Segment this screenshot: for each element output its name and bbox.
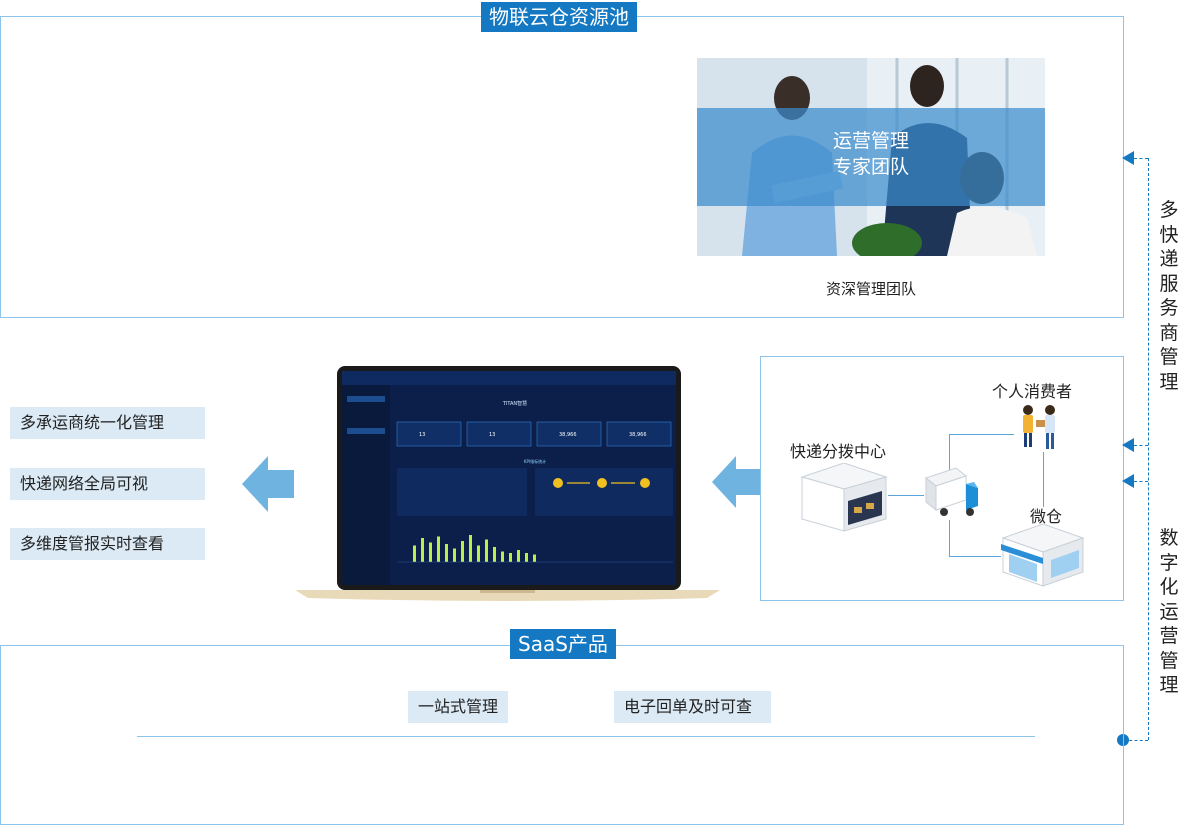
multi-courier-label: 多快递服务商管理	[1159, 199, 1179, 393]
feature-tag-2: 快递网络全局可视	[10, 468, 205, 500]
kpi-card	[536, 421, 602, 447]
hub-truck-line	[888, 495, 924, 496]
dashboard-bar	[469, 535, 472, 562]
dashboard-bar	[429, 542, 432, 562]
truck-icon	[924, 467, 978, 516]
dashboard-bar	[509, 553, 512, 562]
feature-tag-1: 多承运商统一化管理	[10, 407, 205, 439]
pointer-mid2-icon	[1122, 474, 1134, 488]
truck-warehouse-hline	[949, 556, 1001, 557]
photo-caption-line2: 专家团队	[832, 156, 909, 178]
truck-consumer-vline	[949, 434, 950, 470]
photo-caption-band	[697, 108, 1045, 206]
team-photo: 运营管理 专家团队	[697, 58, 1045, 256]
saas-item-2: 电子回单及时可查	[614, 691, 771, 723]
truck-warehouse-vline	[949, 520, 950, 557]
consumer-warehouse-line	[1043, 452, 1044, 507]
dashboard-section-label: KPI指标统计	[524, 458, 546, 464]
kpi-value: 38,966	[559, 432, 577, 438]
saas-item-1: 一站式管理	[408, 691, 508, 723]
kpi-card	[396, 421, 462, 447]
dashboard-bar	[437, 536, 440, 562]
truck-consumer-hline	[949, 434, 1014, 435]
micro-warehouse-label: 微仓	[1030, 507, 1063, 526]
saas-divider	[137, 736, 1035, 737]
connector-mid-1	[1134, 445, 1148, 446]
dashboard-bar	[525, 553, 528, 562]
dashboard-bar	[477, 545, 480, 562]
consumer-icon	[1023, 405, 1055, 449]
connector-top	[1134, 158, 1148, 159]
pointer-top-icon	[1122, 151, 1134, 165]
dashboard-bar	[461, 541, 464, 562]
dashboard-bar	[501, 551, 504, 562]
saas-title: SaaS产品	[510, 629, 616, 659]
dashboard-bar	[413, 545, 416, 562]
dashboard-bar	[517, 550, 520, 562]
connector-bottom	[1124, 740, 1148, 741]
photo-caption-line1: 运营管理	[832, 130, 909, 152]
dashboard-bar	[485, 539, 488, 562]
kpi-card	[606, 421, 672, 447]
hub-building-icon	[800, 463, 888, 532]
micro-warehouse-icon	[1001, 523, 1085, 587]
dashboard-bar	[493, 547, 496, 562]
kpi-value: 13	[419, 432, 425, 438]
dashboard-title: TITAN智慧	[502, 400, 527, 407]
delivery-network-panel	[760, 356, 1124, 601]
photo-caption: 运营管理 专家团队	[697, 128, 1045, 180]
laptop-dashboard: TITAN智慧 13 13 38,966 38,966 KPI指标统计	[295, 366, 720, 601]
side-connector-line	[1148, 158, 1149, 740]
digital-ops-label: 数字化运营管理	[1159, 527, 1179, 696]
saas-panel	[0, 645, 1124, 825]
hub-label: 快递分拨中心	[790, 442, 887, 461]
consumer-label: 个人消费者	[992, 382, 1073, 401]
left-arrow-icon	[242, 456, 294, 512]
dashboard-bar	[453, 548, 456, 562]
pointer-mid1-icon	[1122, 438, 1134, 452]
resource-pool-title: 物联云仓资源池	[481, 2, 637, 32]
photo-label: 资深管理团队	[825, 280, 916, 298]
dashboard-bar	[445, 544, 448, 562]
connector-mid-2	[1134, 481, 1148, 482]
network-arrow-icon	[712, 456, 760, 508]
dashboard-bar	[533, 554, 536, 562]
kpi-card	[466, 421, 532, 447]
feature-tag-3: 多维度管报实时查看	[10, 528, 205, 560]
dashboard-bar	[421, 538, 424, 562]
kpi-value: 38,966	[629, 432, 647, 438]
kpi-value: 13	[489, 432, 495, 438]
